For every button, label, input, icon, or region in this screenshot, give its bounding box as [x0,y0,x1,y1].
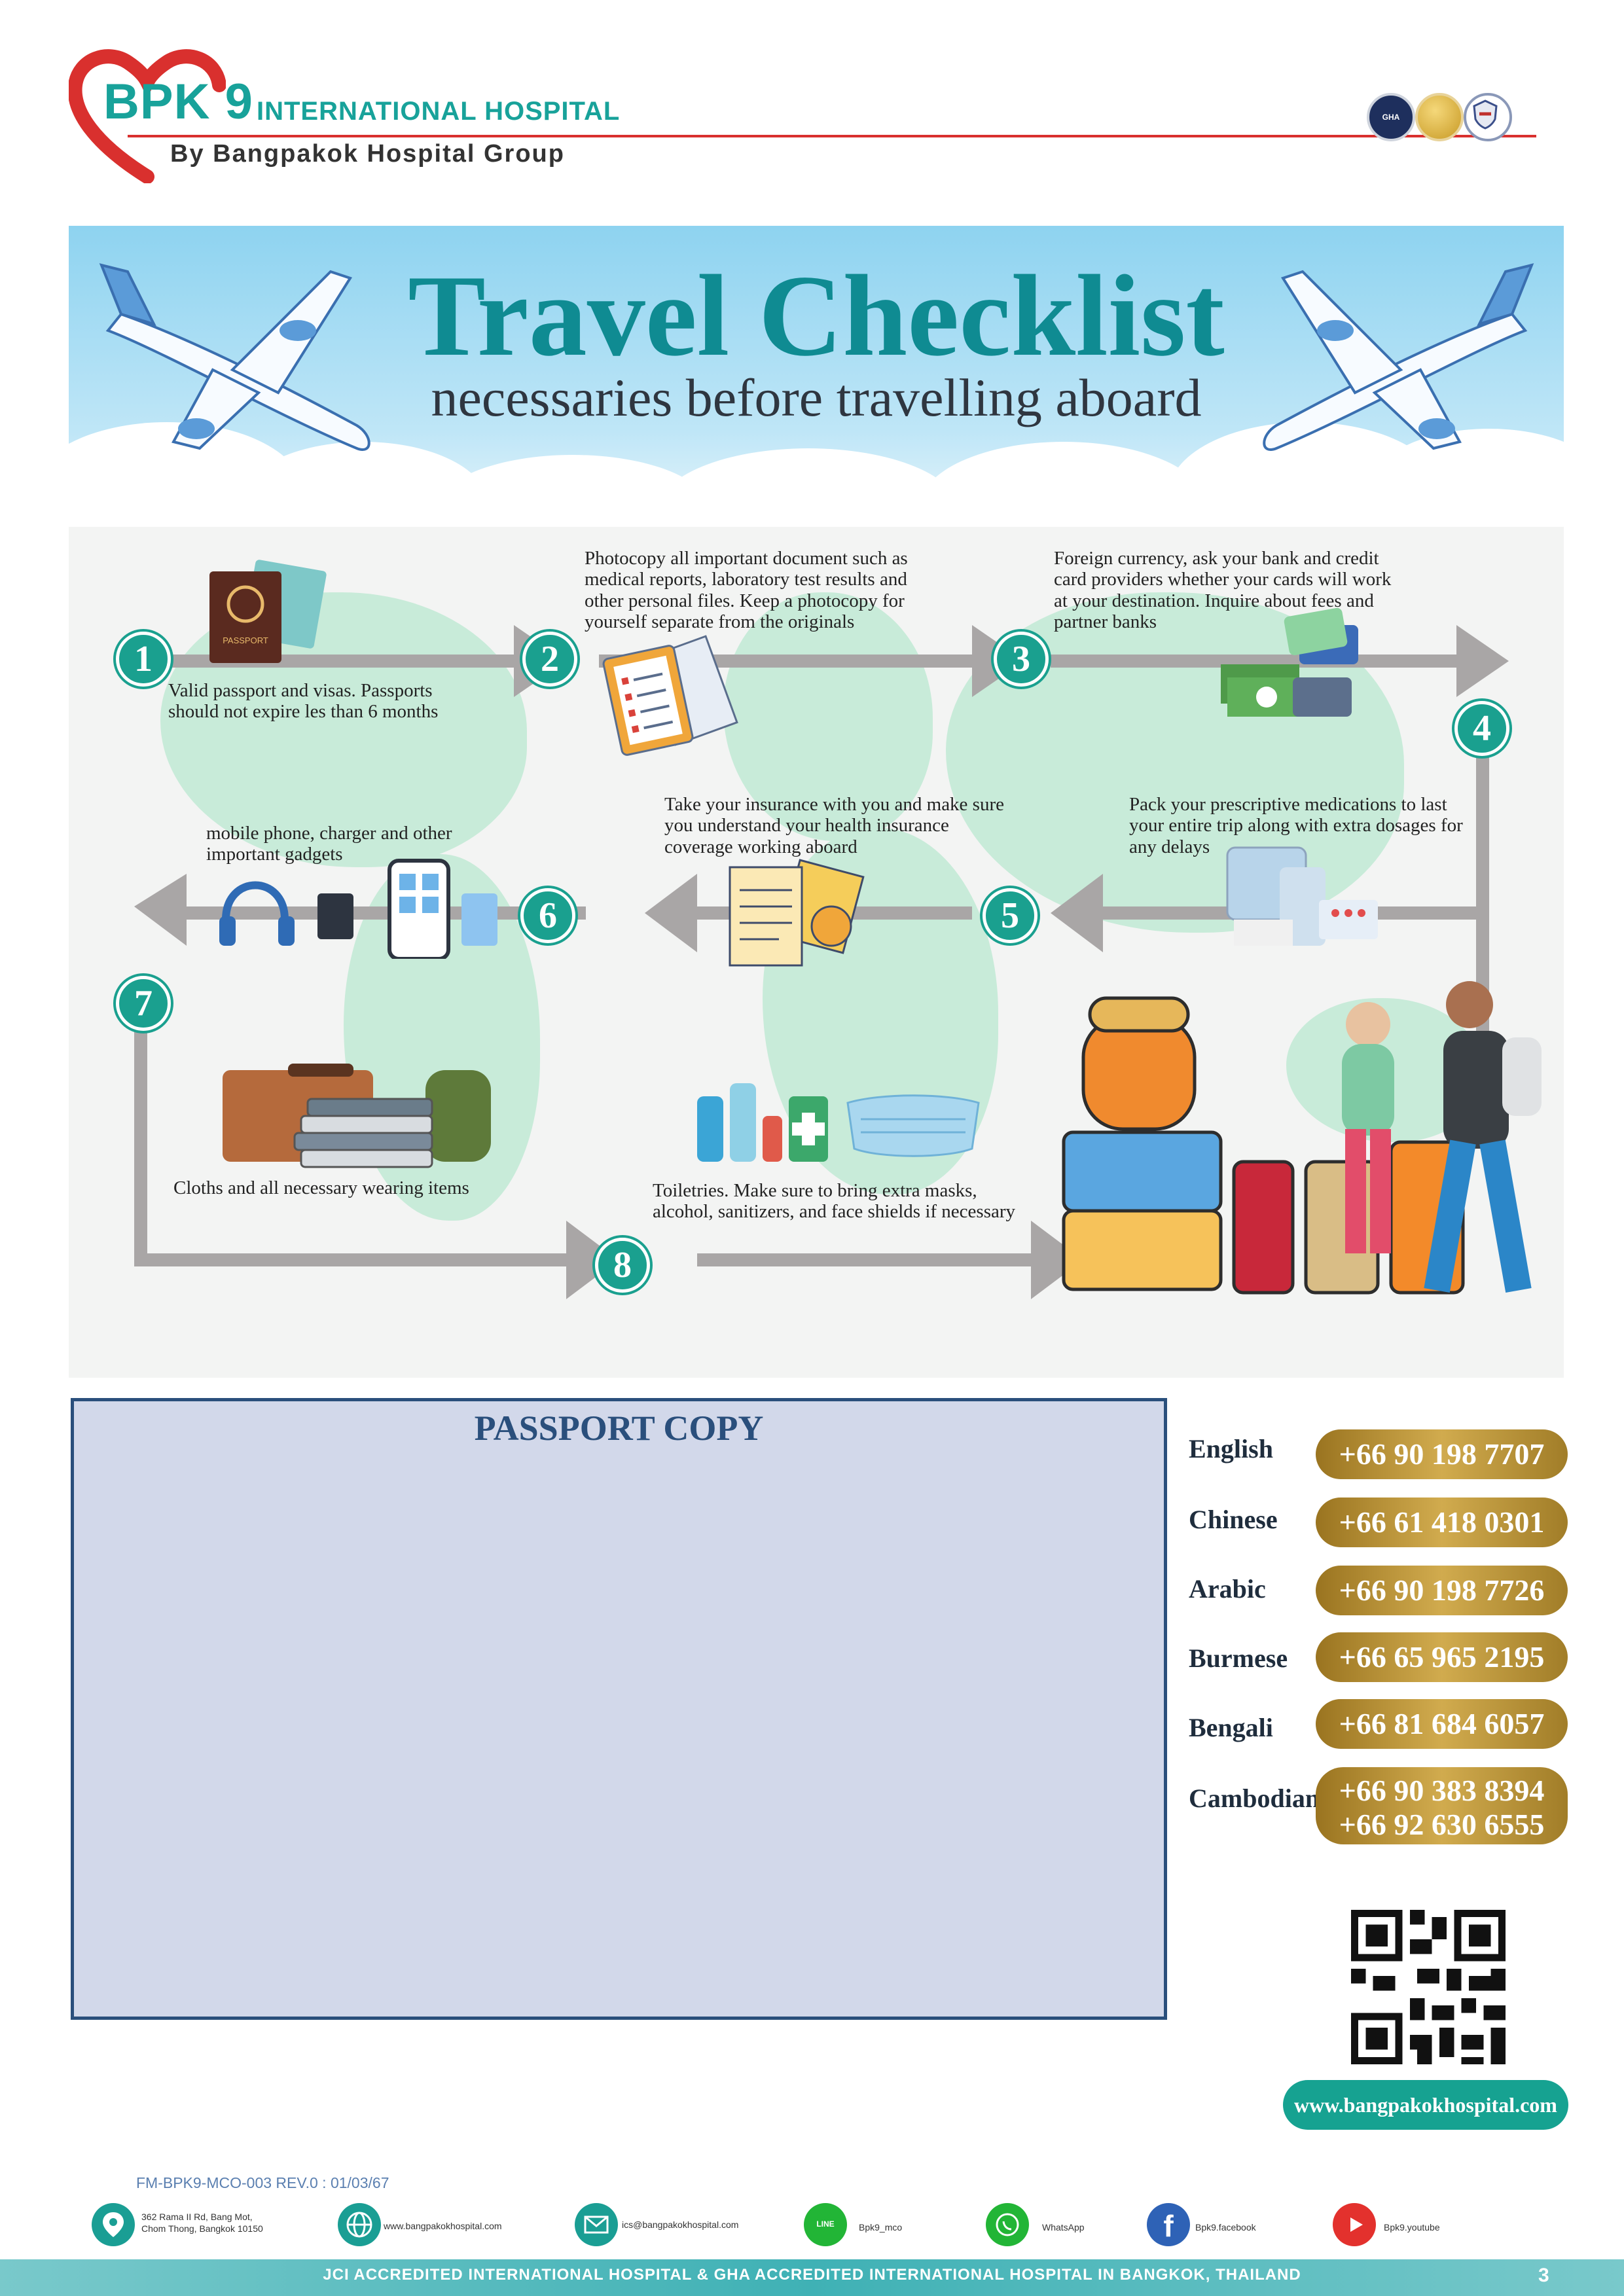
gha-badge-label: GHA [1382,113,1400,122]
whatsapp-icon [986,2203,1029,2246]
step-7-text: Cloths and all necessary wearing items [173,1177,469,1198]
line-app-icon-label: LINE [816,2219,835,2229]
step-4-number: 4 [1454,701,1509,756]
airplane-icon [99,263,370,451]
location-pin-icon [92,2203,135,2246]
logo-bpk-text: BPK [103,74,211,130]
language-english: English [1189,1434,1273,1463]
step-6-number: 6 [520,888,575,943]
facebook-f-glyph: f [1163,2209,1174,2243]
phone-bengali[interactable]: +66 81 684 6057 [1316,1699,1568,1749]
passport-copy-title: PASSPORT COPY [474,1408,764,1448]
world-map-shape [723,592,933,841]
passport-icon: PASSPORT [209,560,327,663]
infographic-title: Travel Checklist [408,251,1225,380]
footer-email[interactable]: ics@bangpakokhospital.com [622,2219,739,2230]
toiletries-masks-icon [697,1083,980,1162]
gha-badge-icon: GHA [1367,93,1415,141]
insurance-document-icon [729,859,865,967]
step-3-text: Foreign currency, ask your bank and cred… [1054,548,1392,633]
step-7-number: 7 [116,976,171,1031]
website-link-pill[interactable]: www.bangpakokhospital.com [1283,2080,1568,2130]
gadgets-icon [219,859,497,959]
qr-code-icon[interactable] [1346,1910,1511,2064]
passport-icon-label: PASSPORT [223,636,268,645]
step-2-number: 2 [522,632,577,687]
step-4-text: Pack your prescriptive medications to la… [1129,794,1463,857]
step-3-number: 3 [994,632,1049,687]
phone-cambodian-1: +66 90 383 8394 [1339,1774,1545,1807]
medication-icon [1226,846,1378,946]
travelers-with-luggage-illustration [1062,981,1542,1295]
footer-whatsapp[interactable]: WhatsApp [1042,2222,1085,2233]
airplane-icon [1263,263,1534,451]
header-divider [128,135,1536,137]
gold-seal-icon [1415,93,1464,141]
line-app-icon: LINE [804,2203,847,2246]
accreditation-badge-icon [1464,93,1512,141]
address-line-2: Chom Thong, Bangkok 10150 [141,2223,263,2234]
language-cambodian: Cambodian [1189,1784,1320,1813]
footer-line-id[interactable]: Bpk9_mco [859,2222,903,2233]
phone-cambodian[interactable]: +66 90 383 8394 +66 92 630 6555 [1316,1767,1568,1844]
phone-burmese[interactable]: +66 65 965 2195 [1316,1632,1568,1682]
step-8-number: 8 [595,1238,650,1293]
address-line-1: 362 Rama II Rd, Bang Mot, [141,2212,253,2222]
form-code: FM-BPK9-MCO-003 REV.0 : 01/03/67 [136,2174,389,2191]
phone-cambodian-2: +66 92 630 6555 [1339,1808,1545,1841]
footer-address: 362 Rama II Rd, Bang Mot, Chom Thong, Ba… [141,2211,263,2234]
footer-website[interactable]: www.bangpakokhospital.com [384,2221,502,2231]
step-2-text: Photocopy all important document such as… [585,548,908,633]
page-number: 3 [1538,2265,1549,2286]
luggage-clothes-icon [223,1064,491,1168]
footer-facebook[interactable]: Bpk9.facebook [1195,2222,1256,2233]
passport-copy-area[interactable]: PASSPORT COPY [71,1398,1167,2020]
language-bengali: Bengali [1189,1713,1273,1742]
step-8-text: Toiletries. Make sure to bring extra mas… [653,1180,1016,1223]
step-5-text: Take your insurance with you and make su… [664,794,1004,857]
travel-checklist-infographic: Travel Checklist necessaries before trav… [69,226,1564,1378]
youtube-icon [1333,2203,1376,2246]
step-1-text: Valid passport and visas. Passports shou… [168,680,439,723]
step-6-text: mobile phone, charger and other importan… [206,823,452,865]
money-cards-icon [1221,607,1358,717]
phone-chinese[interactable]: +66 61 418 0301 [1316,1498,1568,1547]
language-chinese: Chinese [1189,1505,1278,1534]
language-burmese: Burmese [1189,1643,1288,1673]
globe-icon [338,2203,381,2246]
logo-hospital-name: INTERNATIONAL HOSPITAL [257,97,621,126]
step-5-number: 5 [983,888,1038,943]
clipboard-icon [602,635,738,756]
logo-group-tagline: By Bangpakok Hospital Group [170,140,565,168]
infographic-subtitle: necessaries before travelling aboard [431,368,1202,427]
accreditation-text: JCI ACCREDITED INTERNATIONAL HOSPITAL & … [323,2266,1301,2284]
shield-icon [1473,99,1498,130]
logo-wordmark: BPK 9 [103,73,253,130]
footer-youtube[interactable]: Bpk9.youtube [1384,2222,1440,2233]
accreditation-bar: JCI ACCREDITED INTERNATIONAL HOSPITAL & … [0,2259,1624,2296]
phone-english[interactable]: +66 90 198 7707 [1316,1429,1568,1479]
email-icon [575,2203,618,2246]
facebook-icon: f [1147,2203,1190,2246]
bpk9-heart-logo-icon [69,49,226,183]
language-arabic: Arabic [1189,1574,1266,1604]
step-1-number: 1 [116,632,171,687]
logo-nine-text: 9 [225,74,253,130]
phone-arabic[interactable]: +66 90 198 7726 [1316,1566,1568,1615]
